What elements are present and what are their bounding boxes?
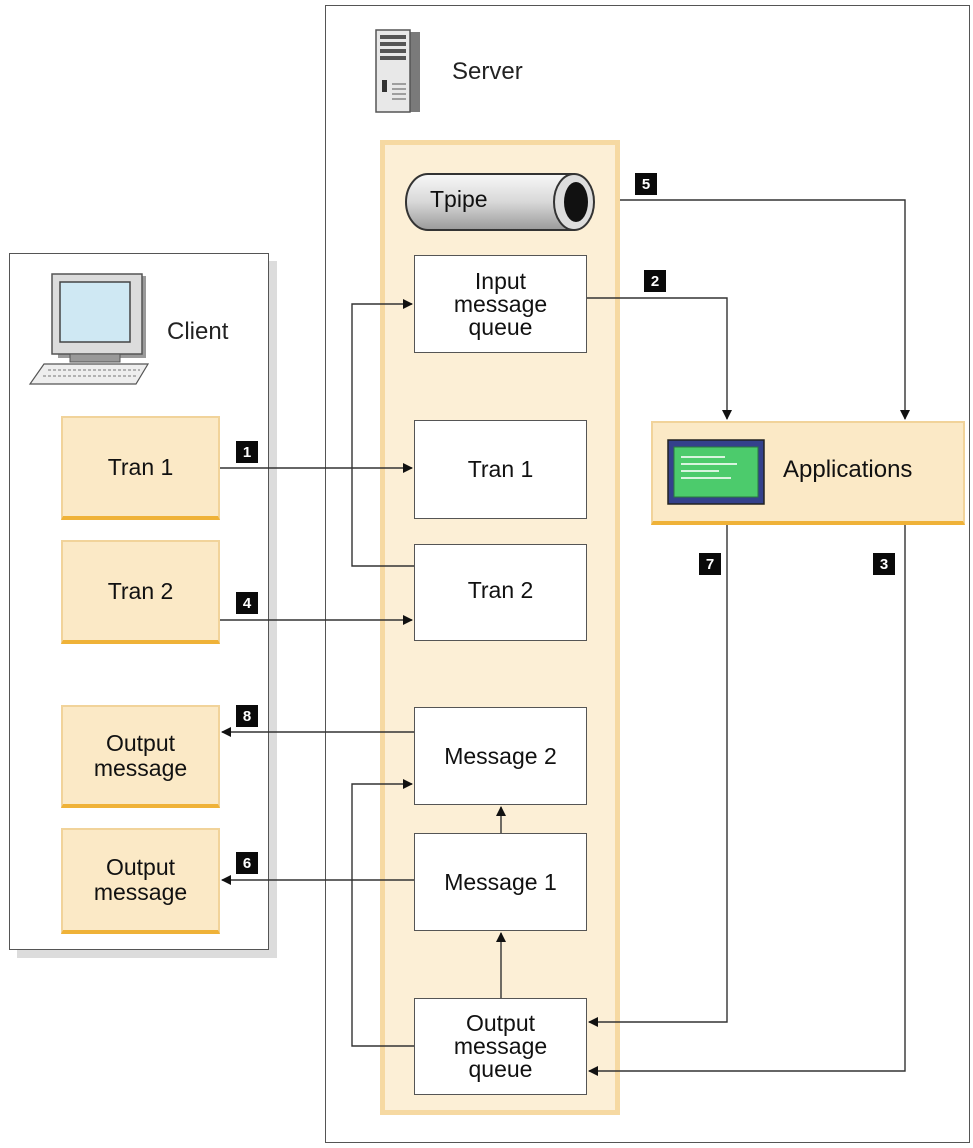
output-message-queue: Output message queue — [414, 998, 587, 1095]
arrow-tran2-to-input-queue — [351, 299, 414, 567]
client-output-message-1: Output message — [61, 705, 220, 808]
input-message-queue: Input message queue — [414, 255, 587, 353]
step-badge-7: 7 — [699, 553, 721, 575]
client-title: Client — [167, 318, 229, 345]
applications-label: Applications — [783, 456, 913, 483]
server-tower-icon — [374, 28, 422, 121]
arrow-output-queue-to-message2 — [351, 779, 414, 1047]
step-badge-2: 2 — [644, 270, 666, 292]
message1-box: Message 1 — [414, 833, 587, 931]
client-tran2: Tran 2 — [61, 540, 220, 644]
client-output-message-2: Output message — [61, 828, 220, 934]
client-tran1: Tran 1 — [61, 416, 220, 520]
step-badge-3: 3 — [873, 553, 895, 575]
server-tran1: Tran 1 — [414, 420, 587, 519]
arrow-step-3 — [588, 525, 906, 1076]
step-badge-4: 4 — [236, 592, 258, 614]
server-tran2: Tran 2 — [414, 544, 587, 641]
server-title: Server — [452, 58, 523, 85]
desktop-computer-icon — [24, 272, 154, 393]
application-window-icon — [667, 439, 767, 512]
arrow-step-5 — [620, 199, 910, 420]
step-badge-1: 1 — [236, 441, 258, 463]
arrow-step-2 — [587, 297, 732, 420]
tpipe-label: Tpipe — [430, 186, 488, 212]
message2-box: Message 2 — [414, 707, 587, 805]
arrow-step-7 — [588, 525, 728, 1027]
step-badge-5: 5 — [635, 173, 657, 195]
step-badge-8: 8 — [236, 705, 258, 727]
step-badge-6: 6 — [236, 852, 258, 874]
pipe-cylinder-icon — [404, 172, 600, 239]
